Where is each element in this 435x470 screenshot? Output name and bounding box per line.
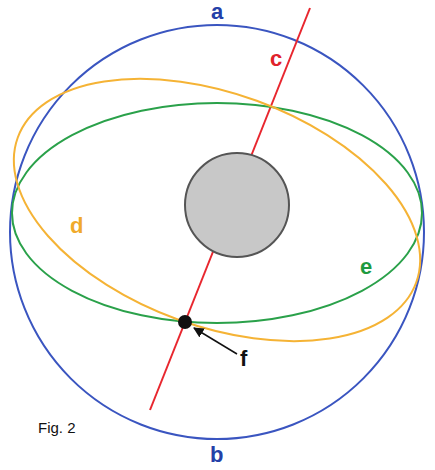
- orange-circle: [0, 28, 435, 392]
- part-letter: c: [270, 48, 282, 70]
- part-letter: b: [210, 444, 223, 466]
- part-letter: d: [70, 215, 83, 237]
- leader-arrow: [194, 328, 237, 354]
- central-globe: [185, 153, 289, 257]
- axis-line: [150, 8, 310, 410]
- part-letter: f: [240, 348, 247, 370]
- part-letter: e: [360, 256, 372, 278]
- part-letter: a: [211, 1, 223, 23]
- figure-caption: Fig. 2: [38, 420, 76, 437]
- point-dot: [178, 315, 192, 329]
- green-circle: [12, 103, 422, 323]
- sphere-outline: [10, 25, 424, 439]
